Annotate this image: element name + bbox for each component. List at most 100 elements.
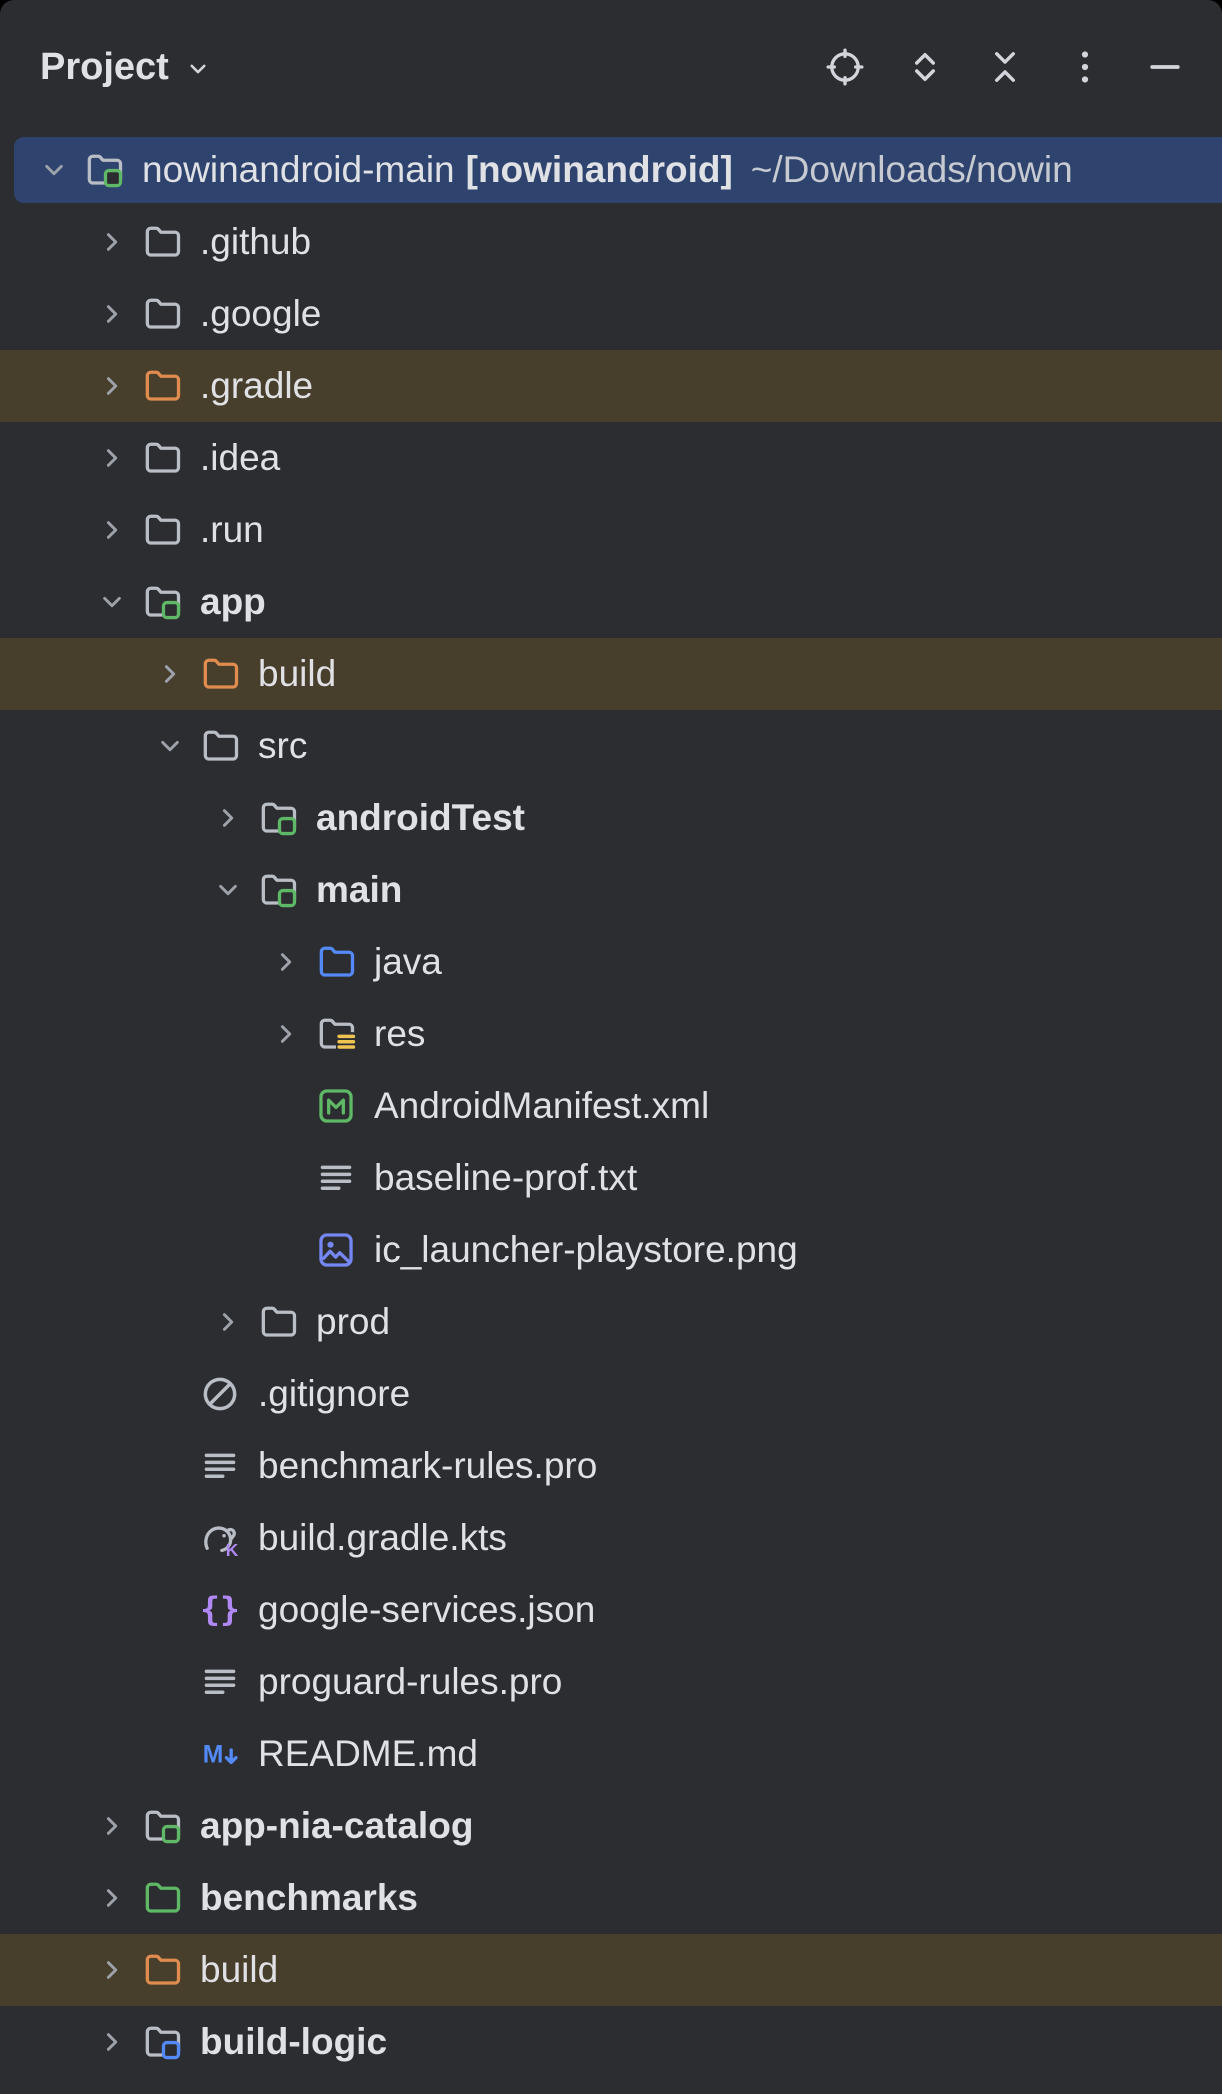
tree-row-project-root[interactable]: nowinandroid-main[nowinandroid]~/Downloa…	[0, 134, 1222, 206]
indent-spacer	[142, 1582, 198, 1638]
project-tree: nowinandroid-main[nowinandroid]~/Downloa…	[0, 134, 1222, 2078]
locate-opened-file-button[interactable]	[822, 44, 868, 90]
tree-row-java[interactable]: java	[0, 926, 1222, 998]
chevron-right-icon[interactable]	[84, 214, 140, 270]
chevron-right-icon[interactable]	[200, 1294, 256, 1350]
tree-row-prod[interactable]: prod	[0, 1286, 1222, 1358]
target-icon	[823, 45, 867, 89]
chevron-down-icon[interactable]	[26, 142, 82, 198]
chevron-right-icon[interactable]	[84, 1798, 140, 1854]
gradle-icon: K	[198, 1516, 242, 1560]
folder-icon	[140, 292, 184, 336]
tree-row-src[interactable]: src	[0, 710, 1222, 782]
tree-row-app-nia-catalog[interactable]: app-nia-catalog	[0, 1790, 1222, 1862]
tree-row-benchmarks[interactable]: benchmarks	[0, 1862, 1222, 1934]
chevron-right-icon[interactable]	[142, 646, 198, 702]
tree-item-label: .google	[200, 293, 322, 334]
tree-row-res[interactable]: res	[0, 998, 1222, 1070]
collapse-all-button[interactable]	[982, 44, 1028, 90]
indent-spacer	[142, 1726, 198, 1782]
tree-row-gitignore[interactable]: .gitignore	[0, 1358, 1222, 1430]
indent-spacer	[142, 1510, 198, 1566]
project-view-selector[interactable]: Project	[40, 46, 213, 89]
folder-icon	[140, 580, 184, 624]
gitignore-icon	[198, 1372, 242, 1416]
tree-row-google-services[interactable]: {}google-services.json	[0, 1574, 1222, 1646]
chevron-right-icon[interactable]	[200, 790, 256, 846]
indent-spacer	[258, 1222, 314, 1278]
chevron-down-icon[interactable]	[84, 574, 140, 630]
folder-icon	[140, 1876, 184, 1920]
tree-row-github[interactable]: .github	[0, 206, 1222, 278]
chevron-right-icon[interactable]	[258, 934, 314, 990]
unfold-icon	[903, 45, 947, 89]
folder-icon	[256, 1300, 300, 1344]
folder-icon	[198, 652, 242, 696]
indent-spacer	[142, 1366, 198, 1422]
tree-item-label: .gradle	[200, 365, 314, 406]
tree-row-benchmark-rules[interactable]: benchmark-rules.pro	[0, 1430, 1222, 1502]
svg-text:M: M	[203, 1741, 224, 1768]
hide-tool-window-button[interactable]	[1142, 44, 1188, 90]
tree-item-label: proguard-rules.pro	[258, 1661, 563, 1702]
tree-row-build-logic[interactable]: build-logic	[0, 2006, 1222, 2078]
chevron-down-icon	[183, 54, 213, 84]
image-file-icon	[314, 1228, 358, 1272]
tree-item-label: .idea	[200, 437, 281, 478]
tree-item-label: java	[374, 941, 442, 982]
chevron-right-icon[interactable]	[84, 286, 140, 342]
tree-row-run[interactable]: .run	[0, 494, 1222, 566]
label-part-name: nowinandroid-main	[142, 149, 455, 190]
chevron-right-icon[interactable]	[84, 502, 140, 558]
indent-spacer	[258, 1078, 314, 1134]
tree-row-google[interactable]: .google	[0, 278, 1222, 350]
chevron-right-icon[interactable]	[84, 2014, 140, 2070]
tree-item-label: .run	[200, 509, 264, 550]
tree-row-app-build[interactable]: build	[0, 638, 1222, 710]
tree-item-label: benchmarks	[200, 1877, 418, 1918]
markdown-icon: M	[198, 1732, 242, 1776]
tree-item-label: main	[316, 869, 403, 910]
more-options-button[interactable]	[1062, 44, 1108, 90]
tool-window-header: Project	[0, 0, 1222, 134]
tree-row-androidTest[interactable]: androidTest	[0, 782, 1222, 854]
tree-row-build[interactable]: build	[0, 1934, 1222, 2006]
tree-item-label: build-logic	[200, 2021, 388, 2062]
indent-spacer	[142, 1438, 198, 1494]
kebab-icon	[1063, 45, 1107, 89]
tree-row-ic-launcher-playstore[interactable]: ic_launcher-playstore.png	[0, 1214, 1222, 1286]
folder-icon	[198, 724, 242, 768]
chevron-right-icon[interactable]	[258, 1006, 314, 1062]
tree-item-label: AndroidManifest.xml	[374, 1085, 710, 1126]
chevron-right-icon[interactable]	[84, 1942, 140, 1998]
tree-row-app[interactable]: app	[0, 566, 1222, 638]
indent-spacer	[142, 1654, 198, 1710]
folder-icon	[256, 868, 300, 912]
project-view-title: Project	[40, 45, 169, 88]
tree-row-gradle[interactable]: .gradle	[0, 350, 1222, 422]
tree-item-label: prod	[316, 1301, 391, 1342]
chevron-down-icon[interactable]	[200, 862, 256, 918]
chevron-right-icon[interactable]	[84, 358, 140, 414]
chevron-right-icon[interactable]	[84, 430, 140, 486]
expand-all-button[interactable]	[902, 44, 948, 90]
tree-row-idea[interactable]: .idea	[0, 422, 1222, 494]
tool-window-toolbar	[822, 44, 1188, 90]
tree-row-baseline-prof[interactable]: baseline-prof.txt	[0, 1142, 1222, 1214]
chevron-down-icon[interactable]	[142, 718, 198, 774]
tree-row-main[interactable]: main	[0, 854, 1222, 926]
tree-row-android-manifest[interactable]: AndroidManifest.xml	[0, 1070, 1222, 1142]
tree-row-proguard-rules[interactable]: proguard-rules.pro	[0, 1646, 1222, 1718]
tree-item-label: nowinandroid-main[nowinandroid]~/Downloa…	[142, 149, 1073, 191]
indent-spacer	[258, 1150, 314, 1206]
svg-text:K: K	[226, 1540, 239, 1560]
chevron-right-icon[interactable]	[84, 1870, 140, 1926]
svg-text:{}: {}	[200, 1589, 240, 1628]
minimize-icon	[1143, 45, 1187, 89]
fold-icon	[983, 45, 1027, 89]
tree-item-label: .gitignore	[258, 1373, 411, 1414]
tree-item-label: build	[258, 653, 337, 694]
folder-icon	[314, 1012, 358, 1056]
